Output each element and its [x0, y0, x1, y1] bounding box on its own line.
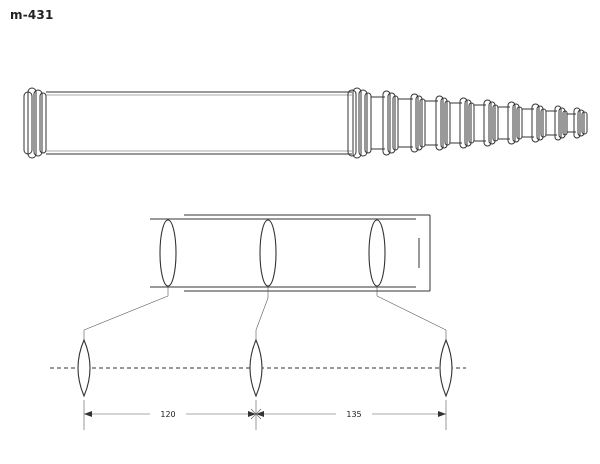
tube-cross-section: [150, 214, 431, 298]
telescope-draw-tubes: [371, 90, 568, 156]
telescope-illustration: [23, 87, 588, 159]
telescope-eyepiece: [567, 107, 588, 139]
figure-reference-label: m-431: [10, 8, 54, 22]
dimension-lines: 120 135: [83, 400, 447, 430]
schematic-lens-objective: [77, 338, 91, 398]
dimension-label-right: 135: [346, 410, 361, 419]
tube-lens-objective: [159, 219, 177, 287]
telescope-front-collar: [347, 87, 372, 159]
leader-lines: [83, 295, 447, 340]
tube-lens-middle: [259, 219, 277, 287]
telescope-rear-cap: [23, 87, 47, 159]
schematic-lens-middle: [249, 338, 263, 398]
schematic-lens-eyepiece: [439, 338, 453, 398]
optical-schematic: [50, 338, 466, 398]
dimension-label-left: 120: [160, 410, 175, 419]
telescope-main-barrel: [46, 91, 352, 155]
tube-lens-eyepiece: [368, 219, 386, 287]
